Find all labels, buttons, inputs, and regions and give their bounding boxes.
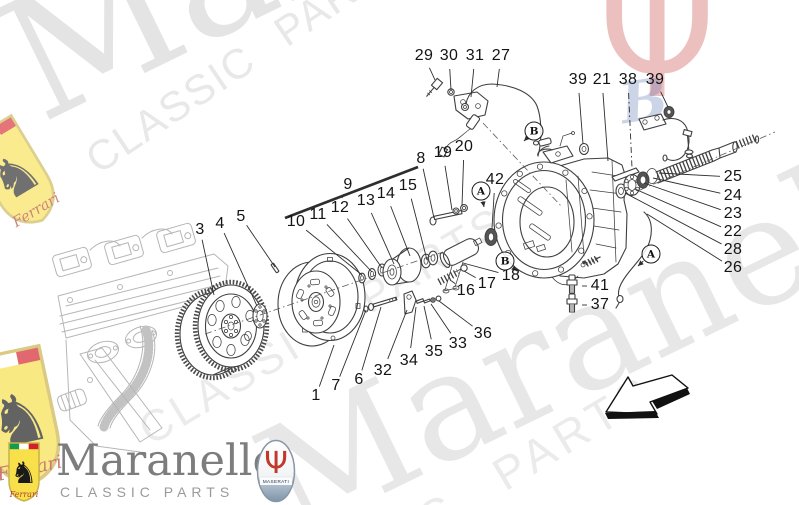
slave-cylinder-drawing <box>429 204 483 294</box>
direction-arrow <box>605 374 690 419</box>
washer-stack-drawing <box>358 263 387 284</box>
footer-brand-subtitle: CLASSIC PARTS <box>60 484 235 500</box>
pivot-cluster-drawing <box>403 290 442 315</box>
maserati-trident-icon: Ψ <box>264 446 288 481</box>
maserati-trident-watermark-icon: Ψ <box>598 0 717 132</box>
breather-pipe-drawing <box>638 113 694 162</box>
clutch-drawing <box>277 252 366 347</box>
washer-39-drawing <box>578 142 590 156</box>
washer-39-inner <box>581 146 587 152</box>
clutch-bolt-drawing <box>363 296 398 313</box>
flywheel-drawing <box>174 279 270 381</box>
footer-brand: Maranello CLASSIC PARTS Ψ MASERATI <box>0 434 320 505</box>
seal-drawing <box>484 228 498 246</box>
sensor-bracket-drawing <box>426 77 489 158</box>
input-shaft-drawing <box>611 133 760 199</box>
clutch-pipe-27-drawing <box>460 83 553 157</box>
release-bearing-drawing <box>382 247 439 286</box>
adapter-disc-drawing <box>252 262 280 329</box>
grommet-39-drawing <box>663 106 675 118</box>
maserati-wordmark: MASERATI <box>263 479 289 484</box>
footer-brand-name: Maranello <box>56 436 279 486</box>
drain-plug-drawing <box>566 274 578 313</box>
ferrari-shield-logo <box>7 442 40 502</box>
gearbox-housing-drawing <box>493 131 628 286</box>
maserati-logo: Ψ MASERATI <box>256 439 296 503</box>
axis-lines <box>204 122 776 335</box>
